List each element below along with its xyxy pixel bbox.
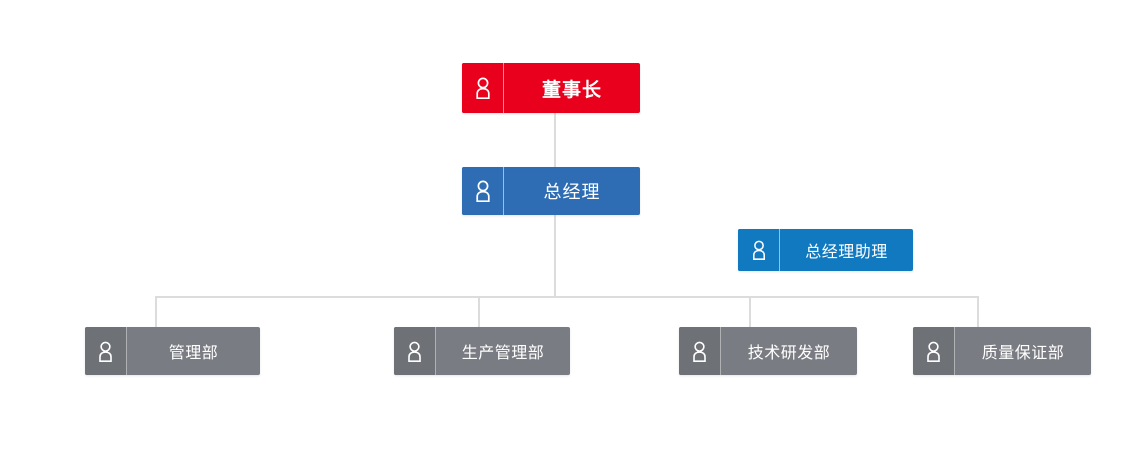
person-icon — [738, 229, 780, 271]
person-icon — [85, 327, 127, 375]
connector-drop-dept-mgmt — [155, 296, 157, 327]
connector-chairman-to-gm — [554, 113, 556, 167]
connector-drop-dept-prod — [478, 296, 480, 327]
org-node-label: 董事长 — [541, 79, 602, 101]
person-icon — [462, 63, 504, 113]
org-node-general-manager[interactable]: 总经理 — [462, 167, 640, 215]
connector-drop-dept-qa — [977, 296, 979, 327]
connector-drop-dept-tech — [749, 296, 751, 327]
org-node-label: 技术研发部 — [747, 345, 831, 362]
org-node-label: 质量保证部 — [981, 345, 1065, 362]
org-node-dept-production[interactable]: 生产管理部 — [394, 327, 570, 375]
org-node-label: 总经理 — [543, 182, 601, 202]
org-node-dept-management[interactable]: 管理部 — [85, 327, 260, 375]
org-node-dept-quality[interactable]: 质量保证部 — [913, 327, 1091, 375]
connector-horizontal-bus — [155, 296, 979, 298]
connector-gm-to-bus — [554, 215, 556, 297]
person-icon — [679, 327, 721, 375]
person-icon — [913, 327, 955, 375]
org-node-label: 总经理助理 — [805, 244, 888, 261]
org-node-gm-assistant[interactable]: 总经理助理 — [738, 229, 913, 271]
org-node-dept-technology[interactable]: 技术研发部 — [679, 327, 857, 375]
org-node-label: 生产管理部 — [461, 345, 545, 362]
org-node-chairman[interactable]: 董事长 — [462, 63, 640, 113]
org-node-label: 管理部 — [168, 345, 219, 362]
person-icon — [394, 327, 436, 375]
person-icon — [462, 167, 504, 215]
